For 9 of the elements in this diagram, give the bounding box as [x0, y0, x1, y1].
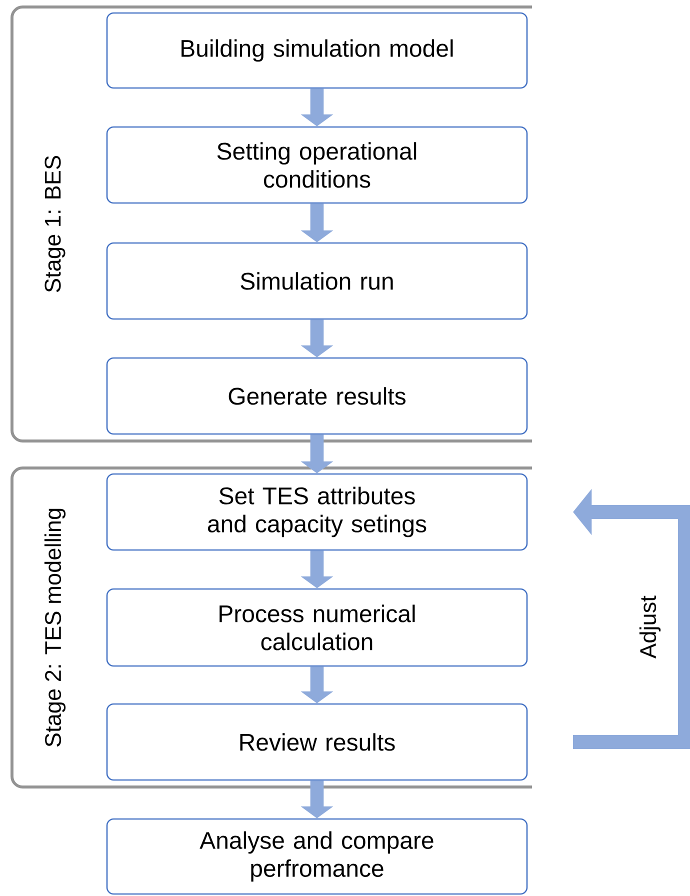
process-box: Review results [106, 703, 528, 781]
edge-label: Adjust [639, 596, 661, 658]
process-box: Set TES attributes and capacity setings [106, 473, 528, 551]
process-box: Setting operational conditions [106, 126, 528, 204]
process-box: Analyse and compare perfromance [106, 818, 528, 895]
process-box: Simulation run [106, 242, 528, 320]
process-box: Building simulation model [106, 12, 528, 89]
process-box: Generate results [106, 357, 528, 435]
process-box: Process numerical calculation [106, 588, 528, 667]
